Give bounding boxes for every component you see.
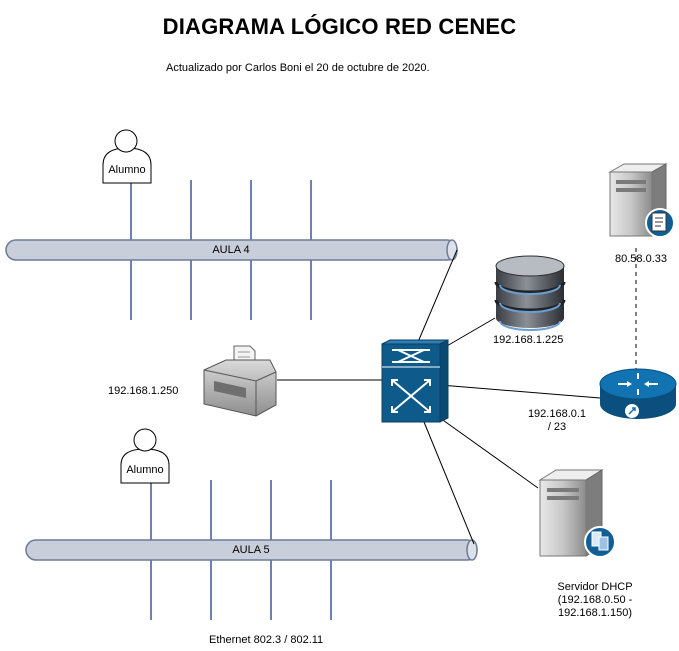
link-switch-dhcp (439, 417, 539, 489)
printer-icon (203, 345, 277, 417)
user-label: Alumno (108, 164, 146, 176)
user-icon (120, 428, 170, 484)
dhcp-server-icon (538, 469, 616, 558)
link-switch-database (439, 317, 496, 351)
database-icon (494, 255, 566, 331)
page-title: DIAGRAMA LÓGICO RED CENEC (162, 14, 517, 39)
aula5-label: AULA 5 (232, 544, 270, 556)
web-server-icon (608, 163, 675, 238)
router-ip-label: 192.168.0.1 / 23 (523, 408, 591, 434)
aula4-label: AULA 4 (212, 244, 250, 256)
user-label: Alumno (126, 464, 164, 476)
link-switch-aula5 (423, 421, 475, 545)
dhcp-label: Servidor DHCP (192.168.0.50 - 192.168.1.… (542, 581, 648, 620)
router-mask-line: / 23 (547, 421, 567, 433)
footer-label: Ethernet 802.3 / 802.11 (209, 634, 324, 646)
connections (277, 246, 637, 545)
dhcp-range-line: 192.168.1.150) (557, 607, 632, 619)
switch-icon (381, 339, 449, 423)
dhcp-range-line: (192.168.0.50 - (557, 594, 633, 606)
dhcp-title-line: Servidor DHCP (557, 581, 633, 593)
router-ip-line: 192.168.0.1 (527, 408, 587, 420)
link-switch-router (439, 384, 601, 399)
database-ip-label: 192.168.1.225 (493, 334, 564, 346)
page-subtitle: Actualizado por Carlos Boni el 20 de oct… (166, 62, 430, 74)
printer-ip-label: 192.168.1.250 (108, 385, 179, 397)
web-server-ip-label: 80.58.0.33 (615, 253, 667, 265)
user-icon (102, 129, 152, 184)
router-icon (599, 368, 677, 419)
aula5-bus (25, 539, 478, 561)
link-switch-aula4 (417, 249, 458, 343)
